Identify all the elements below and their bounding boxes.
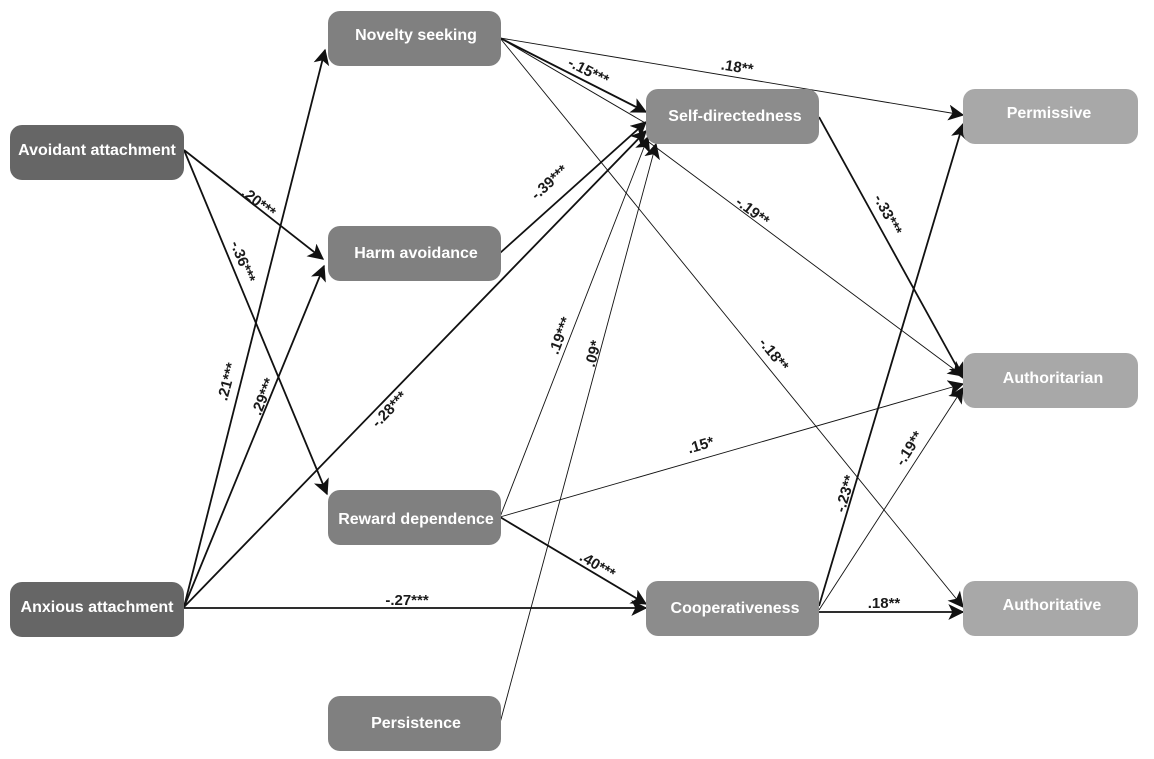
label-reward-coop: .40*** (576, 548, 618, 582)
edge-reward-coop (499, 516, 648, 605)
edge-reward-selfdir (499, 135, 651, 518)
label-harm-selfdir: -.39*** (528, 162, 572, 204)
node-cooperativeness-label: Cooperativeness (671, 600, 800, 617)
edge-anxious-harm (183, 264, 326, 608)
label-coop-permissive: -.23** (832, 473, 859, 514)
edge-avoidant-harm (183, 149, 325, 260)
node-anxious-attachment-label: Anxious attachment (21, 599, 175, 616)
edge-novelty-permissive (499, 37, 965, 121)
label-selfdir-authoritarian-a: -.33*** (870, 192, 905, 238)
edge-novelty-selfdir (499, 37, 648, 113)
label-reward-authoritarian: .15* (686, 434, 716, 458)
label-coop-authoritative: .18** (868, 595, 901, 612)
label-novelty-selfdir: -.15*** (565, 54, 611, 89)
label-coop-authoritarian: -.19** (892, 428, 927, 469)
node-authoritarian-label: Authoritarian (1003, 370, 1103, 387)
edge-anxious-novelty (183, 48, 330, 608)
edges-layer (183, 37, 967, 724)
edge-novelty-selfdir-extra (499, 37, 648, 125)
node-authoritarian: Authoritarian (963, 353, 1138, 408)
label-selfdir-authoritarian-b: -.19** (732, 193, 772, 229)
node-novelty-seeking: Novelty seeking (328, 11, 501, 66)
node-self-directedness-label: Self-directedness (668, 108, 801, 125)
edge-harm-selfdir (499, 121, 647, 254)
node-anxious-attachment: Anxious attachment (10, 582, 184, 637)
node-cooperativeness: Cooperativeness (646, 581, 819, 636)
node-permissive-label: Permissive (1007, 105, 1092, 122)
node-authoritative-label: Authoritative (1003, 597, 1102, 614)
edge-labels-layer: .20*** -.36*** .21*** .29*** -.28*** -.2… (214, 54, 927, 612)
node-harm-avoidance: Harm avoidance (328, 226, 501, 281)
edge-selfdir-authoritarian-a (818, 116, 964, 380)
label-anxious-harm: .29*** (248, 376, 278, 418)
edge-anxious-selfdir (183, 130, 647, 608)
nodes-layer: Avoidant attachment Anxious attachment N… (10, 11, 1138, 751)
label-novelty-permissive: .18** (720, 57, 755, 79)
edge-persistence-selfdir (499, 142, 660, 724)
node-avoidant-attachment-label: Avoidant attachment (18, 142, 176, 159)
label-persistence-selfdir: .09* (582, 339, 605, 369)
edge-novelty-authoritative (499, 37, 964, 609)
node-self-directedness: Self-directedness (646, 89, 819, 144)
node-permissive: Permissive (963, 89, 1138, 144)
node-persistence-label: Persistence (371, 715, 461, 732)
node-persistence: Persistence (328, 696, 501, 751)
node-authoritative: Authoritative (963, 581, 1138, 636)
label-avoidant-harm: .20*** (238, 184, 279, 221)
node-harm-avoidance-label: Harm avoidance (354, 245, 478, 262)
node-avoidant-attachment: Avoidant attachment (10, 125, 184, 180)
node-reward-dependence-label: Reward dependence (338, 511, 494, 528)
node-reward-dependence: Reward dependence (328, 490, 501, 545)
edge-selfdir-authoritarian-b (645, 139, 965, 377)
edge-coop-permissive (818, 122, 967, 607)
node-novelty-seeking-label: Novelty seeking (355, 27, 477, 44)
edge-reward-authoritarian (499, 380, 965, 518)
edge-coop-authoritarian (818, 386, 964, 611)
label-novelty-authoritative: -.18** (755, 335, 792, 375)
label-anxious-coop: -.27*** (385, 592, 429, 609)
